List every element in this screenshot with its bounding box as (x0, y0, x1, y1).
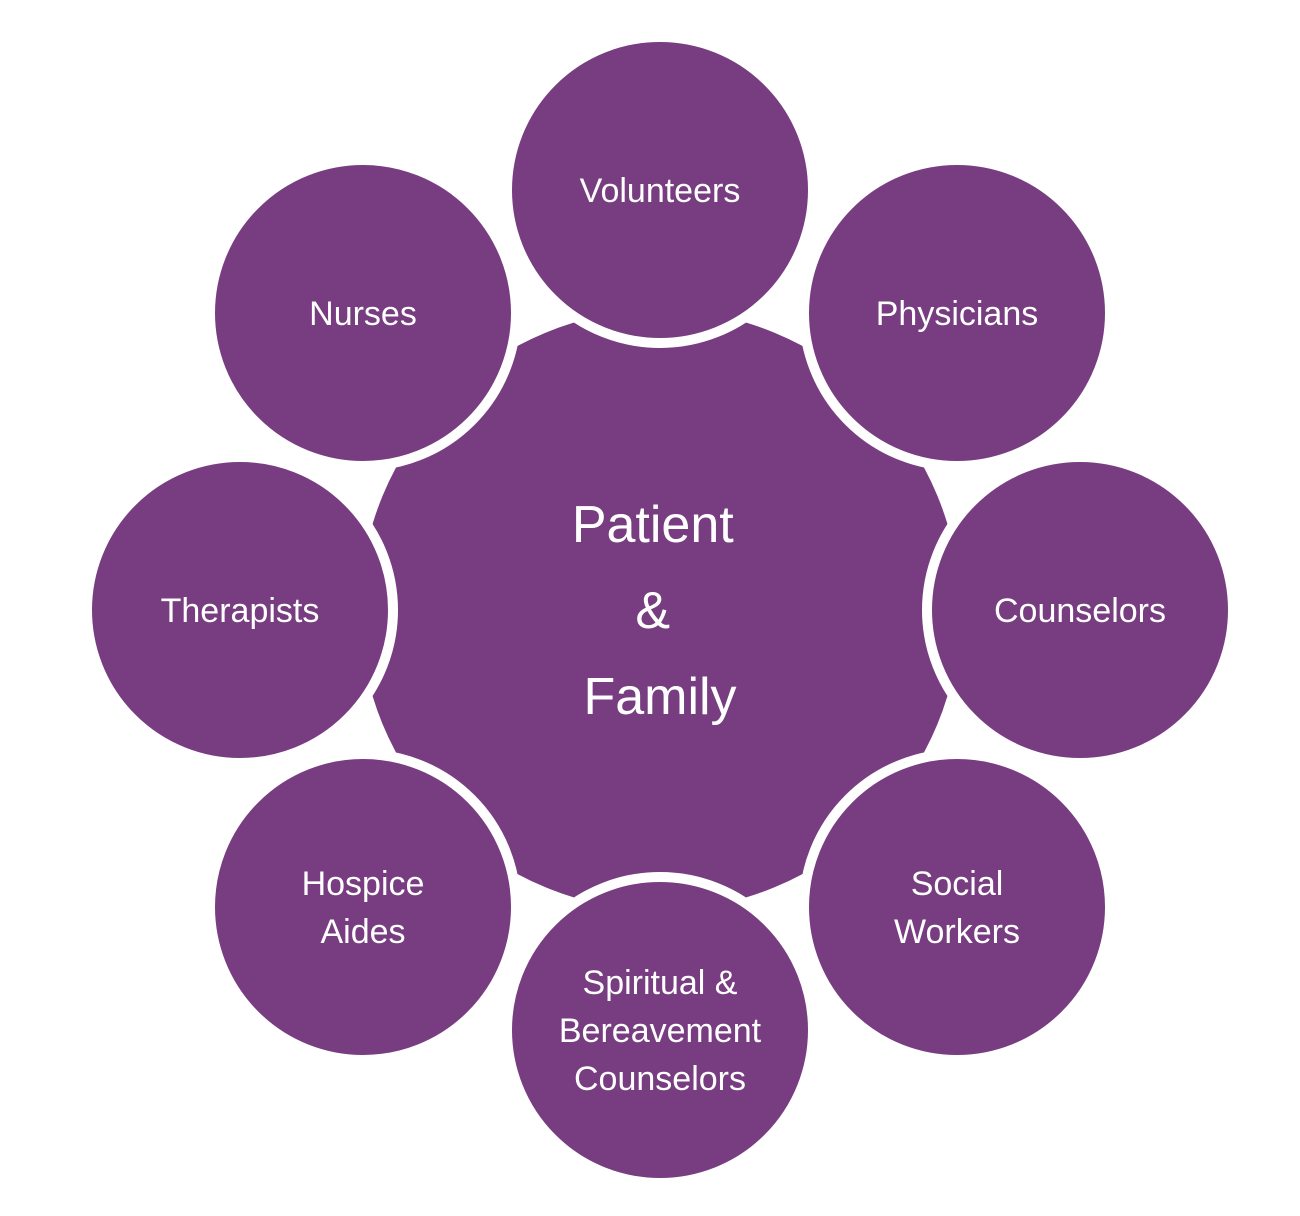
role-label: Nurses (309, 295, 417, 333)
role-node-volunteers: Volunteers (502, 32, 818, 348)
role-node-therapists: Therapists (82, 452, 398, 768)
center-label: Patient & Family (572, 496, 748, 726)
role-label-line: Therapists (161, 592, 320, 630)
role-circle (922, 452, 1238, 768)
role-label: Counselors (994, 592, 1166, 630)
role-label-line: Aides (320, 913, 405, 951)
role-node-physicians: Physicians (799, 155, 1115, 471)
role-circle (799, 749, 1115, 1065)
role-label-line: Social (911, 865, 1004, 903)
role-label-line: Hospice (302, 865, 425, 903)
role-label: Therapists (161, 592, 320, 630)
role-node-nurses: Nurses (205, 155, 521, 471)
role-circle (82, 452, 398, 768)
role-label-line: Spiritual & (583, 964, 738, 1002)
center-circle (360, 310, 960, 910)
role-circle (205, 749, 521, 1065)
role-circle (502, 872, 818, 1188)
role-circle (205, 155, 521, 471)
role-circle (799, 155, 1115, 471)
center-label-line: & (635, 582, 670, 640)
center-label-line: Family (583, 668, 736, 726)
role-label-line: Workers (894, 913, 1020, 951)
role-label-line: Bereavement (559, 1012, 762, 1050)
role-label: Physicians (876, 295, 1039, 333)
role-circle (502, 32, 818, 348)
role-label-line: Volunteers (580, 172, 741, 210)
role-label-line: Physicians (876, 295, 1039, 333)
role-label-line: Counselors (574, 1060, 746, 1098)
center-label-line: Patient (572, 496, 734, 554)
role-node-counselors: Counselors (922, 452, 1238, 768)
role-label-line: Counselors (994, 592, 1166, 630)
role-label: Volunteers (580, 172, 741, 210)
role-label-line: Nurses (309, 295, 417, 333)
